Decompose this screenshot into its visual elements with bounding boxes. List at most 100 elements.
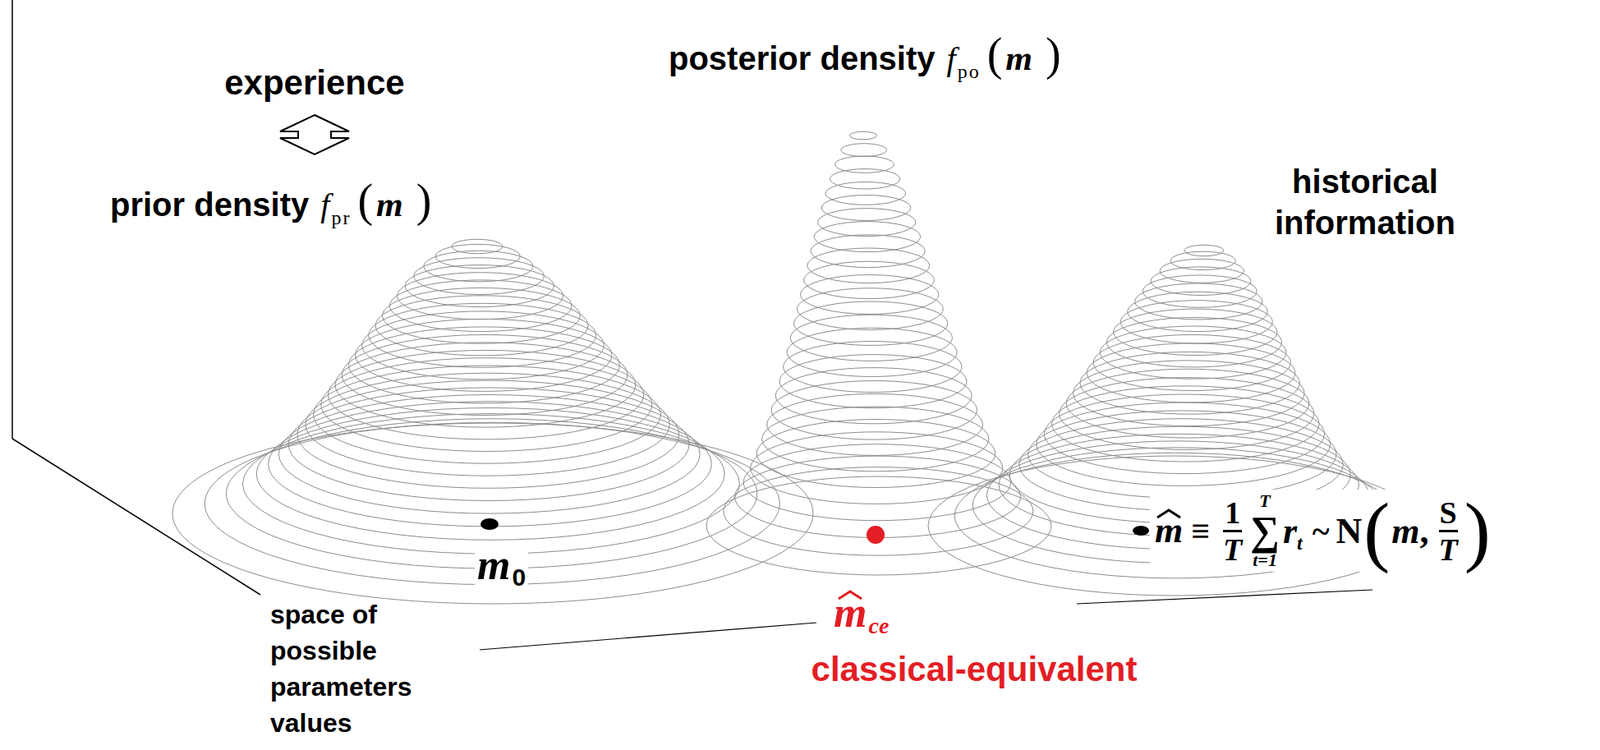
subscript: ce — [868, 612, 889, 640]
contour-line — [1059, 377, 1315, 451]
numerator: 1 — [1224, 496, 1241, 529]
hat-stroke — [838, 591, 862, 599]
heading-label: experience — [224, 64, 405, 102]
axis-line — [11, 0, 14, 439]
sum-limit: T — [1259, 491, 1270, 511]
estimator-label: classical-equivalent — [811, 650, 1138, 689]
contour-line — [783, 341, 962, 393]
contour-line — [794, 301, 948, 345]
math-symbol: m — [1154, 506, 1183, 554]
contour-line — [821, 195, 911, 221]
contour-line — [1099, 326, 1287, 379]
contour-line — [928, 455, 1421, 596]
contour-line — [735, 455, 1021, 538]
source-label: historical information — [1233, 160, 1497, 244]
contour-line — [829, 169, 900, 189]
contour-line — [1028, 410, 1337, 498]
fraction: 1T — [1222, 496, 1242, 566]
math-symbol: m — [833, 588, 867, 637]
contour-line — [172, 422, 814, 604]
contour-line — [706, 476, 1052, 575]
math-symbol: m — [1391, 510, 1420, 552]
double-arrow — [280, 114, 350, 155]
subscript: pr — [331, 206, 351, 230]
contour-line — [1107, 317, 1283, 368]
contour-line — [348, 326, 620, 404]
contour-line — [1052, 386, 1320, 462]
contour-line — [790, 314, 952, 361]
contour-line — [813, 221, 921, 253]
density-label: posterior densityfpo(m) — [668, 27, 1062, 81]
math-operator: ~ — [1312, 511, 1330, 551]
axis-caption: space of possible parameters values — [270, 599, 413, 738]
point-marker — [866, 525, 885, 544]
contour-line — [268, 401, 713, 527]
concept-label: experience — [224, 63, 405, 102]
hat-accent — [837, 589, 863, 600]
fraction-bar — [1222, 529, 1242, 533]
contour-line — [800, 275, 939, 315]
contour-line — [1159, 258, 1244, 283]
point-marker — [480, 518, 499, 530]
contour-line — [817, 208, 915, 237]
contour-line — [756, 419, 996, 488]
hat-accent — [1156, 508, 1182, 519]
subscript: po — [957, 60, 981, 83]
axis-line — [479, 622, 817, 650]
function-symbol: f — [947, 39, 957, 79]
indexed-symbol: rt — [1282, 510, 1303, 552]
contour-line — [1150, 266, 1251, 296]
contour-line — [362, 311, 605, 380]
paren: ) — [1045, 27, 1062, 81]
formula: m≡1TT∑t=1rt~N(m,ST) — [1149, 489, 1496, 572]
denominator: T — [1222, 533, 1242, 566]
contour-line — [404, 265, 554, 308]
contour-line — [423, 250, 534, 282]
contour-line — [1127, 291, 1268, 332]
contour-line — [297, 380, 680, 488]
contour-line — [786, 327, 957, 377]
numerator: S — [1439, 496, 1458, 529]
density-name: prior density — [110, 186, 309, 224]
contour-line — [256, 408, 725, 541]
paren: ) — [416, 174, 433, 227]
math-operator: ≡ — [1190, 511, 1210, 551]
hatted-symbol: m — [833, 588, 867, 637]
sum-limit: t=1 — [1252, 551, 1278, 570]
concept-label: classical-equivalent — [811, 649, 1138, 689]
contour-line — [810, 234, 925, 268]
paren: ( — [1363, 491, 1390, 571]
denominator: T — [1439, 533, 1458, 566]
point-label: mce — [831, 588, 892, 637]
distribution-symbol: N — [1336, 510, 1363, 552]
contour-line — [825, 182, 906, 206]
contour-line — [382, 287, 581, 344]
fraction: ST — [1439, 496, 1458, 566]
contour-line — [1080, 351, 1300, 414]
fraction-bar — [1439, 529, 1458, 533]
contour-line — [1135, 283, 1263, 320]
axis-line — [1076, 589, 1373, 604]
summation: T∑t=1 — [1250, 491, 1280, 570]
function-symbol: f — [320, 185, 330, 225]
subscript: 0 — [511, 563, 526, 592]
concept-label: historical information — [1274, 163, 1456, 241]
math-symbol: m — [1005, 38, 1033, 79]
contour-surfaces — [172, 131, 1421, 604]
subscript: t — [1296, 532, 1303, 555]
math-symbol: , — [1420, 510, 1430, 552]
sum-sign: ∑ — [1250, 510, 1280, 552]
contour-line — [849, 131, 877, 140]
axis-line — [12, 438, 261, 595]
math-symbol: m — [376, 184, 404, 225]
contour-line — [771, 381, 977, 441]
contour-line — [278, 395, 700, 515]
contour-line — [775, 367, 972, 424]
paren: ( — [987, 27, 1003, 81]
contour-line — [767, 393, 984, 456]
contour-line — [841, 143, 888, 157]
point-label: m0 — [474, 540, 529, 589]
math-symbol: m — [477, 540, 511, 589]
contour-line — [750, 432, 1003, 505]
